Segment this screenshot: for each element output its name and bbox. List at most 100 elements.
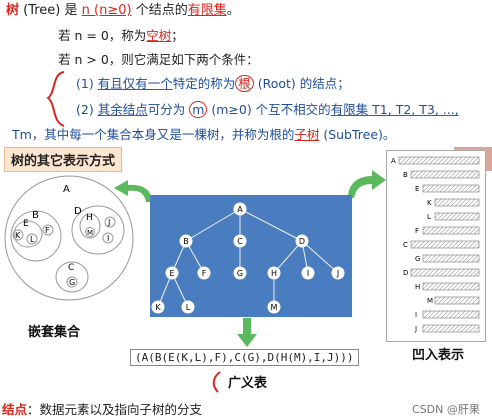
tree-node-K: K (155, 303, 161, 312)
definition-line-3: 若 n > 0，则它满足如下两个条件： (58, 52, 259, 67)
root-term: 根 (235, 75, 254, 92)
text: ； (171, 28, 184, 43)
tree-node-J: J (336, 269, 339, 278)
indent-bar-A (398, 156, 480, 165)
indent-bar-E (422, 184, 480, 193)
text: (m≥0) 个互不相交的 (207, 102, 331, 117)
text: Tm，其中每一个集合本身又是一棵树，并称为根的 (12, 127, 295, 142)
nested-letter-K: K (15, 231, 21, 240)
n-condition: n (n≥0) (81, 3, 132, 18)
indent-bar-B (410, 170, 480, 179)
text: (1) (76, 76, 98, 91)
nested-set-diagram: A B E K L F D H M J I C G (4, 175, 134, 301)
tree-diagram-svg: A B C D E F G H I J K L M (151, 202, 345, 314)
definition-line-4: (1) 有且仅有一个特定的称为根 (Root) 的结点； (76, 75, 350, 93)
nested-letter-G: G (69, 278, 75, 287)
nested-set-label: 嵌套集合 (28, 325, 81, 340)
tree-diagram: A B C D E F G H I J K L M (150, 195, 352, 317)
indent-letter-K: K (427, 199, 432, 207)
tree-node-B: B (183, 237, 189, 246)
text: (2) (76, 102, 98, 117)
annotation-stroke-icon (212, 371, 221, 393)
indent-letter-H: H (415, 283, 420, 291)
node-definition-text: ：数据元素以及指向子树的分支 (27, 402, 203, 417)
indent-bar-G (422, 254, 480, 263)
nested-letter-J: J (107, 218, 110, 227)
tree-node-M: M (271, 303, 278, 312)
text: 。 (226, 3, 240, 18)
nested-letter-L: L (30, 235, 35, 244)
tree-node-L: L (186, 303, 191, 312)
indent-letter-G: G (415, 255, 420, 263)
indent-bar-F (422, 226, 480, 235)
node-term: 结点 (2, 402, 28, 417)
tree-node-D: D (299, 237, 305, 246)
watermark: CSDN @肝果 (412, 403, 480, 416)
other-nodes-term: 其余结点 (97, 102, 148, 117)
brace-icon (46, 71, 65, 127)
text: (Root) 的结点； (253, 76, 350, 91)
indent-bar-K (434, 198, 480, 207)
indent-letter-A: A (391, 157, 396, 165)
indent-bar-M (434, 296, 480, 305)
arrow-down-icon (237, 318, 257, 347)
indent-letter-E: E (415, 185, 419, 193)
indent-bar-L (434, 212, 480, 221)
indent-letter-J: J (414, 325, 417, 333)
indent-letter-M: M (427, 297, 433, 305)
tree-node-I: I (307, 269, 309, 278)
nested-letter-F: F (45, 226, 50, 235)
text: (Tree) 是 (19, 3, 82, 18)
other-representations-tag: 树的其它表示方式 (4, 147, 123, 172)
indent-letter-I: I (415, 311, 417, 319)
indent-bar-H (422, 282, 480, 291)
nested-letter-A: A (63, 184, 70, 195)
text: 个结点的 (131, 3, 188, 18)
nested-letter-D: D (74, 206, 82, 217)
nested-letter-E: E (23, 219, 29, 229)
footer-definition: 结点：数据元素以及指向子树的分支 (2, 399, 202, 418)
nested-letter-I: I (107, 234, 109, 243)
arrow-right-icon (348, 170, 386, 198)
tree-node-A: A (237, 205, 243, 214)
definition-line-2: 若 n = 0，称为空树； (58, 27, 184, 45)
generalized-list-label: 广义表 (228, 376, 268, 391)
indent-bar-C (410, 240, 480, 249)
tree-node-F: F (202, 269, 207, 278)
definition-line-6: Tm，其中每一个集合本身又是一棵树，并称为根的子树 (SubTree)。 (12, 126, 395, 144)
tree-node-C: C (237, 237, 243, 246)
indent-bar-J (422, 324, 480, 333)
m-term: m (189, 101, 208, 118)
arrow-left-icon (114, 180, 152, 202)
indent-letter-C: C (403, 241, 408, 249)
empty-tree-term: 空树 (146, 28, 172, 43)
text: (SubTree)。 (319, 127, 396, 142)
indent-bar-D (410, 268, 480, 277)
nested-letter-C: C (68, 263, 74, 273)
nested-letter-H: H (86, 213, 93, 223)
indentation-label: 凹入表示 (412, 348, 465, 363)
nested-letter-M: M (87, 229, 93, 237)
definition-line-5: (2) 其余结点可分为 m (m≥0) 个互不相交的有限集 T1, T2, T3… (76, 101, 459, 119)
text: 可分为 (147, 102, 190, 117)
indent-bar-I (422, 310, 480, 319)
generalized-list-expression: (A(B(E(K,L),F),C(G),D(H(M),I,J))) (130, 349, 359, 366)
indent-letter-D: D (403, 269, 408, 277)
indent-letter-F: F (415, 227, 419, 235)
tree-node-G: G (237, 269, 243, 278)
term-tree: 树 (6, 3, 20, 18)
subtree-term: 子树 (294, 127, 320, 142)
definition-line-1: 树 (Tree) 是 n (n≥0) 个结点的有限集。 (6, 2, 240, 20)
only-one-term: 有且仅有一个 (97, 76, 173, 91)
text: 特定的称为 (172, 76, 236, 91)
finite-sets-term: 有限集 T1, T2, T3, ..., (330, 102, 459, 117)
text: 若 n = 0，称为 (58, 28, 147, 43)
indent-letter-L: L (427, 213, 431, 221)
finite-set-term: 有限集 (187, 3, 227, 18)
tree-node-H: H (271, 269, 277, 278)
tree-node-E: E (169, 269, 174, 278)
nested-letter-B: B (32, 210, 39, 221)
indent-letter-B: B (403, 171, 408, 179)
